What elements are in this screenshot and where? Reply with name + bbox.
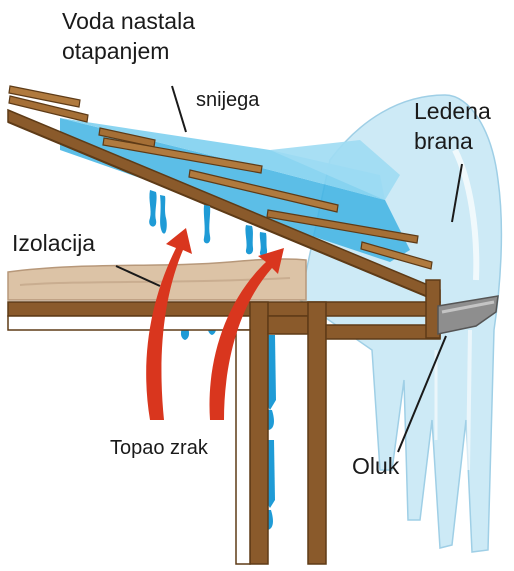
label-ice-dam-line1: Ledena: [414, 100, 491, 123]
label-gutter: Oluk: [352, 455, 399, 478]
label-ice-dam-line2: brana: [414, 130, 473, 153]
label-warm-air: Topao zrak: [110, 438, 208, 458]
label-meltwater-line3: snijega: [196, 90, 259, 110]
label-insulation: Izolacija: [12, 232, 95, 255]
label-meltwater-line2: otapanjem: [62, 40, 169, 63]
label-meltwater-line1: Voda nastala: [62, 10, 195, 33]
